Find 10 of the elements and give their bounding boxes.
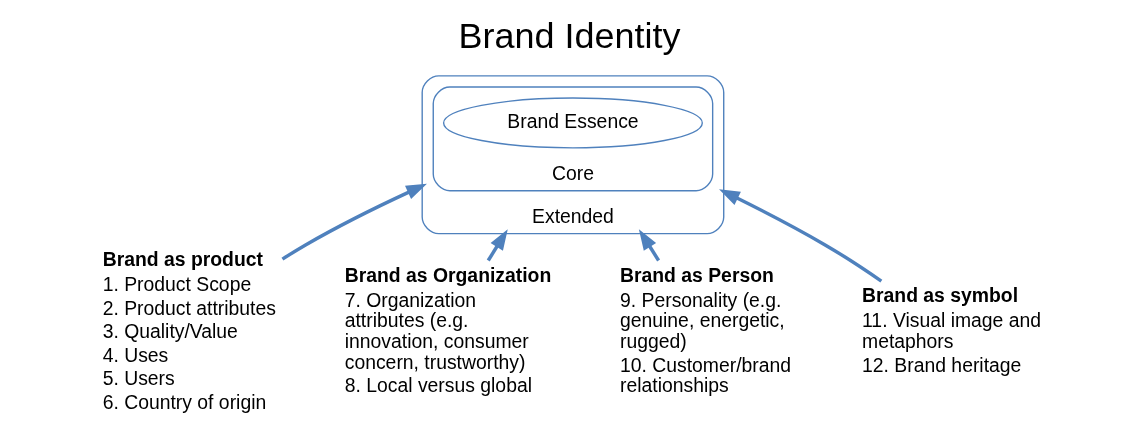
node-text: Brand as Organization 7. Organization attributes (e.g. innovation, consumer concern, trustworthy) 8. Local versus global bbox=[344, 263, 552, 397]
arrow bbox=[486, 229, 508, 262]
node-ellipse: Brand Essence bbox=[442, 97, 703, 149]
node-text: Brand as symbol 11. Visual image and metaphors 12. Brand heritage bbox=[862, 284, 1042, 376]
diagram-title: Brand Identity bbox=[458, 14, 681, 56]
node-text: Brand as Person 9. Personality (e.g. genuine, energetic, rugged) 10. Customer/brand relationships bbox=[619, 263, 792, 397]
arrow bbox=[719, 189, 883, 283]
arrow bbox=[638, 229, 661, 262]
arrow bbox=[281, 183, 427, 261]
node-text: Brand as product 1. Product Scope 2. Product attributes 3. Quality/Value 4. Uses 5. Users 6. Country of origin bbox=[102, 248, 276, 413]
